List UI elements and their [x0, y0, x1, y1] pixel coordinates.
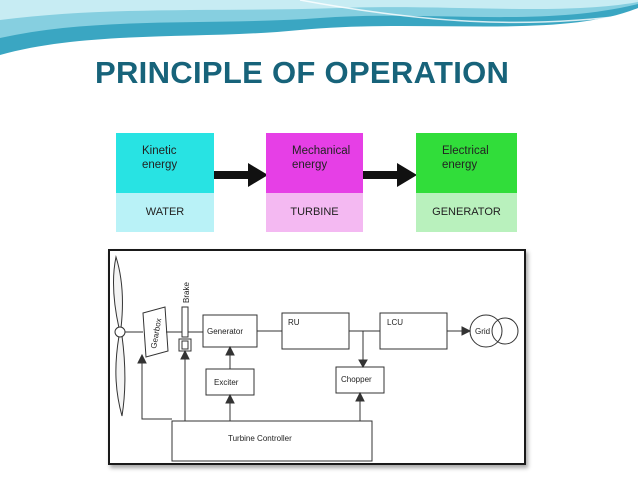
- arrow-down-icon: [358, 359, 368, 369]
- brake-label: Brake: [182, 282, 191, 303]
- generator-label: Generator: [207, 327, 243, 336]
- arrow-up-icon: [225, 393, 235, 404]
- turbine-panel: TURBINE: [266, 193, 363, 232]
- link-controller-rotor: [141, 357, 172, 420]
- kinetic-energy-panel: Kinetic energy: [116, 133, 214, 193]
- block-label-line1: Electrical: [442, 145, 489, 157]
- rotor-blade-lower: [115, 335, 126, 417]
- electrical-energy-block: Electrical energy GENERATOR: [416, 133, 517, 232]
- header-wave-decoration: [0, 0, 638, 55]
- system-diagram-canvas: Gearbox Brake Generator RU LCU Grid Exci…: [113, 255, 519, 462]
- water-panel: WATER: [116, 193, 214, 232]
- chopper-box: [335, 366, 385, 394]
- arrow-up-icon: [225, 345, 235, 356]
- block-label-line2: energy: [142, 159, 178, 171]
- block-label-line2: energy: [442, 159, 478, 171]
- transformer-circle: [491, 317, 519, 345]
- ru-label: RU: [288, 318, 300, 327]
- block-caption: GENERATOR: [432, 206, 501, 218]
- block-caption: WATER: [145, 206, 185, 218]
- slide-title: PRINCIPLE OF OPERATION: [95, 55, 510, 90]
- generator-panel: GENERATOR: [416, 193, 517, 232]
- arrow-up-icon: [355, 391, 365, 402]
- kinetic-energy-block: Kinetic energy WATER: [116, 133, 214, 232]
- lcu-label: LCU: [387, 318, 403, 327]
- turbine-controller-label: Turbine Controller: [228, 434, 292, 443]
- arrow-right-icon: [363, 163, 417, 187]
- ru-box: [281, 312, 350, 350]
- arrow-up-icon: [180, 349, 190, 360]
- turbine-controller-box: [171, 420, 373, 462]
- gearbox-box: [142, 306, 169, 358]
- rotor-blade-upper: [113, 255, 123, 329]
- arrow-up-icon: [137, 353, 147, 364]
- electrical-energy-panel: Electrical energy: [416, 133, 517, 193]
- arrow-right-icon: [214, 163, 268, 187]
- block-label-line1: Mechanical: [292, 145, 351, 157]
- turbine-system-diagram: Gearbox Brake Generator RU LCU Grid Exci…: [108, 249, 526, 465]
- block-caption: TURBINE: [290, 206, 339, 218]
- block-label-line2: energy: [292, 159, 328, 171]
- block-label-line1: Kinetic: [142, 145, 177, 157]
- arrow-right-icon: [461, 326, 472, 336]
- exciter-label: Exciter: [214, 378, 239, 387]
- mechanical-energy-panel: Mechanical energy: [266, 133, 363, 193]
- grid-label: Grid: [475, 327, 490, 336]
- chopper-label: Chopper: [341, 375, 372, 384]
- brake-disc: [181, 306, 189, 338]
- rotor-hub: [114, 326, 126, 338]
- mechanical-energy-block: Mechanical energy TURBINE: [266, 133, 363, 232]
